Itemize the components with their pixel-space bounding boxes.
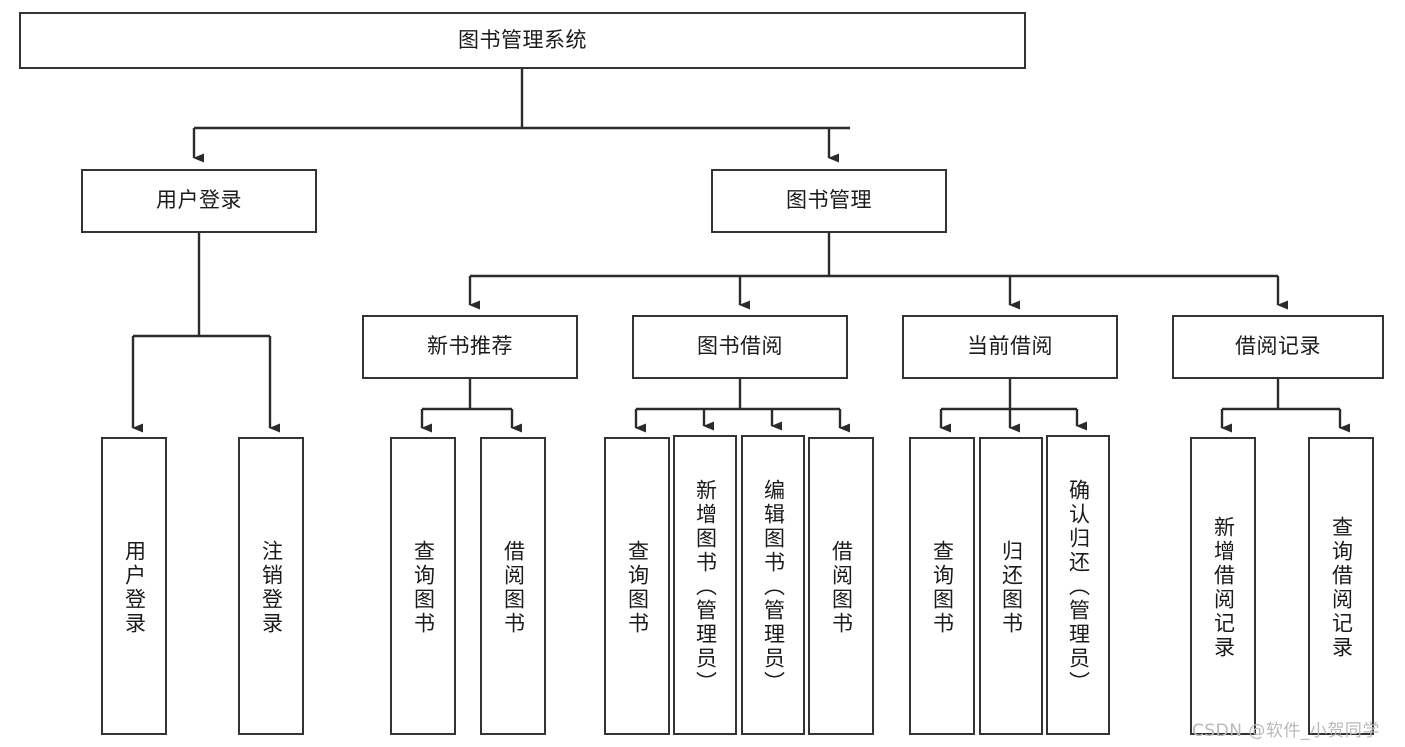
node-leaf-borrow-book-2[interactable]: 借阅图书 [808, 437, 874, 735]
node-leaf-query-record[interactable]: 查询借阅记录 [1308, 437, 1374, 735]
node-leaf-edit-book-admin-label: 编辑图书（管理员） [761, 479, 786, 695]
node-leaf-borrow-book-1[interactable]: 借阅图书 [480, 437, 546, 735]
node-leaf-query-book-2-label: 查询图书 [625, 540, 650, 636]
node-leaf-user-logout-label: 注销登录 [259, 540, 284, 636]
node-new-book-rec[interactable]: 新书推荐 [362, 315, 578, 379]
node-book-manage-label: 图书管理 [786, 188, 872, 213]
node-leaf-confirm-return-admin-label: 确认归还（管理员） [1066, 479, 1091, 695]
node-book-manage[interactable]: 图书管理 [711, 169, 947, 233]
node-borrow-record[interactable]: 借阅记录 [1172, 315, 1384, 379]
node-leaf-edit-book-admin[interactable]: 编辑图书（管理员） [741, 435, 805, 735]
node-new-book-rec-label: 新书推荐 [427, 334, 513, 359]
node-leaf-query-book-1[interactable]: 查询图书 [390, 437, 456, 735]
node-leaf-return-book[interactable]: 归还图书 [979, 437, 1043, 735]
node-leaf-borrow-book-2-label: 借阅图书 [829, 540, 854, 636]
node-root-label: 图书管理系统 [458, 27, 587, 52]
node-user-login[interactable]: 用户登录 [81, 169, 317, 233]
node-leaf-add-record-label: 新增借阅记录 [1211, 516, 1236, 660]
node-leaf-add-record[interactable]: 新增借阅记录 [1190, 437, 1256, 735]
node-current-borrow[interactable]: 当前借阅 [902, 315, 1118, 379]
node-leaf-user-logout[interactable]: 注销登录 [238, 437, 304, 735]
node-leaf-query-record-label: 查询借阅记录 [1329, 516, 1354, 660]
node-leaf-query-book-3[interactable]: 查询图书 [909, 437, 975, 735]
node-book-borrow[interactable]: 图书借阅 [632, 315, 848, 379]
node-leaf-query-book-3-label: 查询图书 [930, 540, 955, 636]
node-leaf-add-book-admin-label: 新增图书（管理员） [693, 479, 718, 695]
node-leaf-query-book-2[interactable]: 查询图书 [604, 437, 670, 735]
node-borrow-record-label: 借阅记录 [1235, 334, 1321, 359]
node-leaf-add-book-admin[interactable]: 新增图书（管理员） [673, 435, 737, 735]
node-leaf-user-login-label: 用户登录 [122, 540, 147, 636]
node-leaf-confirm-return-admin[interactable]: 确认归还（管理员） [1046, 435, 1110, 735]
node-leaf-return-book-label: 归还图书 [999, 540, 1024, 636]
node-root[interactable]: 图书管理系统 [19, 12, 1026, 69]
node-leaf-borrow-book-1-label: 借阅图书 [501, 540, 526, 636]
node-user-login-label: 用户登录 [156, 188, 242, 213]
node-leaf-query-book-1-label: 查询图书 [411, 540, 436, 636]
node-current-borrow-label: 当前借阅 [967, 334, 1053, 359]
node-book-borrow-label: 图书借阅 [697, 334, 783, 359]
node-leaf-user-login[interactable]: 用户登录 [101, 437, 167, 735]
